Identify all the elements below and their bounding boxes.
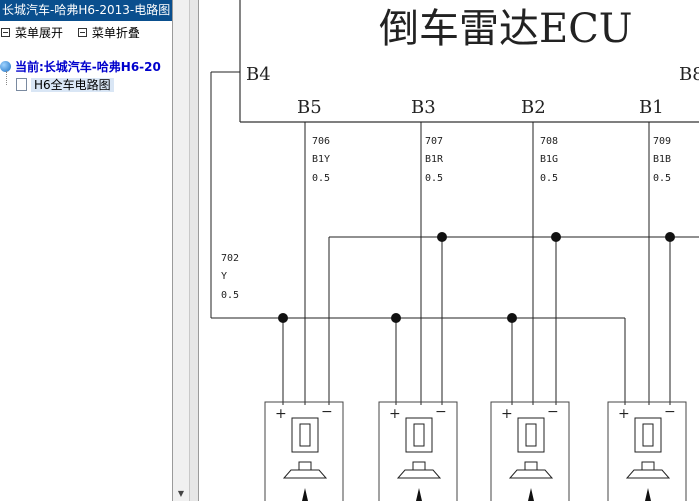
pin-b2: B2 [521, 97, 546, 118]
wire-707-size: 0.5 [425, 173, 443, 184]
wire-706-size: 0.5 [312, 173, 330, 184]
wire-lines [210, 71, 699, 405]
pin-b4: B4 [246, 64, 271, 85]
wire-706-num: 706 [312, 136, 330, 147]
tree-root-label: 当前:长城汽车-哈弗H6-20 [15, 60, 161, 74]
globe-icon [0, 61, 11, 72]
pin-b3: B3 [411, 97, 436, 118]
sensor-3: + − [490, 401, 570, 501]
sensor-1: + − [264, 401, 344, 501]
expand-menu-button[interactable]: 菜单展开 [0, 24, 63, 41]
wire-707-num: 707 [425, 136, 443, 147]
sensor-plus-label: + [389, 406, 401, 422]
wire-709-color: B1B [653, 154, 671, 165]
wire-707-color: B1R [425, 154, 444, 165]
ecu-title: 倒车雷达ECU [379, 6, 633, 52]
junction-dot [391, 313, 401, 323]
junction-dot [507, 313, 517, 323]
sidebar: 长城汽车-哈弗H6-2013-电路图 菜单展开 菜单折叠 当前:长城汽车-哈弗H… [0, 0, 172, 501]
sensor-minus-label: − [321, 404, 333, 420]
wire-702-num: 702 [221, 253, 239, 264]
wire-709-num: 709 [653, 136, 671, 147]
junction-dots [278, 232, 675, 323]
tree-root-item[interactable]: 当前:长城汽车-哈弗H6-20 [0, 58, 161, 75]
diagram-viewer: 倒车雷达ECU B4 B8 B5 B3 B2 B1 [199, 0, 699, 501]
menu-row: 菜单展开 菜单折叠 [0, 24, 150, 40]
wire-708-color: B1G [540, 154, 558, 165]
junction-dot [551, 232, 561, 242]
ecu-box [239, 0, 699, 123]
collapse-icon [77, 28, 87, 37]
sensor-minus-label: − [547, 404, 559, 420]
collapse-menu-button[interactable]: 菜单折叠 [77, 24, 140, 41]
pin-b1: B1 [639, 97, 664, 118]
sensor-minus-label: − [664, 404, 676, 420]
sensor-plus-label: + [275, 406, 287, 422]
sensor-plus-label: + [501, 406, 513, 422]
wire-702-size: 0.5 [221, 290, 239, 301]
sensor-minus-label: − [435, 404, 447, 420]
wire-708-num: 708 [540, 136, 558, 147]
wire-709-size: 0.5 [653, 173, 671, 184]
expand-label: 菜单展开 [15, 26, 64, 40]
tree-item-h6-diagram[interactable]: H6全车电路图 [16, 76, 114, 93]
sensor-4: + − [607, 401, 687, 501]
sidebar-title: 长城汽车-哈弗H6-2013-电路图 [0, 0, 172, 21]
sensor-plus-label: + [618, 406, 630, 422]
document-icon [16, 78, 27, 91]
sensor-2: + − [378, 401, 458, 501]
wire-708-size: 0.5 [540, 173, 558, 184]
tree-item-label: H6全车电路图 [31, 78, 114, 92]
wire-702-color: Y [221, 271, 227, 282]
junction-dot [437, 232, 447, 242]
scroll-down-arrow-icon[interactable]: ▼ [177, 488, 185, 498]
tree-connector [6, 71, 7, 85]
pin-b8: B8 [679, 64, 699, 85]
wire-706-color: B1Y [312, 154, 330, 165]
wiring-diagram: 倒车雷达ECU B4 B8 B5 B3 B2 B1 [210, 0, 699, 501]
expand-icon [1, 28, 10, 37]
junction-dot [665, 232, 675, 242]
collapse-label: 菜单折叠 [91, 26, 140, 40]
sidebar-scrollbar[interactable]: ▼ [173, 0, 190, 501]
junction-dot [278, 313, 288, 323]
pin-b5: B5 [297, 97, 322, 118]
